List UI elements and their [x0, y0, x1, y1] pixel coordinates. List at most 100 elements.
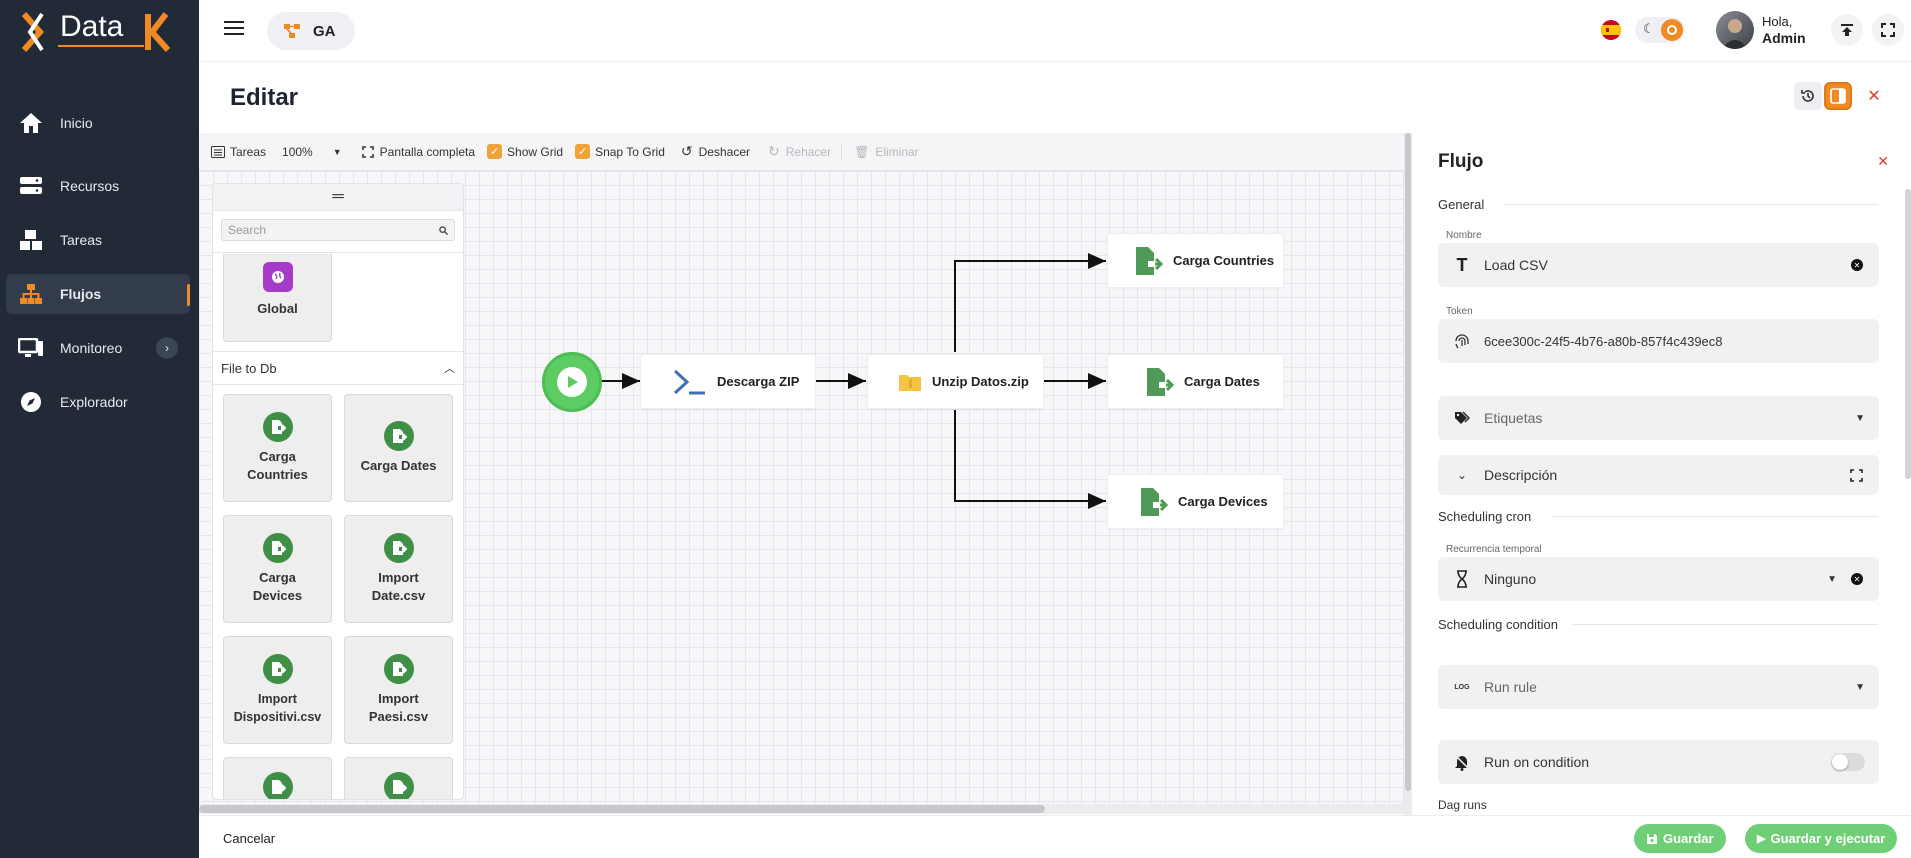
start-node[interactable]	[542, 352, 602, 412]
file-export-icon	[1141, 487, 1169, 516]
sitemap-icon	[18, 283, 44, 305]
palette-card[interactable]	[344, 757, 453, 799]
divider	[841, 142, 843, 161]
upload-button[interactable]	[1831, 14, 1863, 46]
run-on-condition-toggle[interactable]	[1831, 753, 1865, 771]
recurrence-value: Ninguno	[1484, 571, 1537, 587]
palette-card-import-paesi[interactable]: Import Paesi.csv	[344, 636, 453, 744]
history-button[interactable]	[1794, 82, 1822, 110]
redo-icon: ↻	[768, 143, 780, 159]
save-icon	[1647, 833, 1657, 844]
card-label: Carga Dates	[360, 458, 437, 473]
sidebar-item-tareas[interactable]: Tareas	[6, 220, 190, 260]
close-icon: ✕	[1867, 88, 1881, 105]
search-input[interactable]: Search	[221, 219, 455, 241]
node-label: Carga Devices	[1178, 494, 1268, 509]
node-label: Carga Dates	[1184, 374, 1260, 389]
palette-card[interactable]	[223, 757, 332, 799]
workspace-selector[interactable]: GA	[267, 12, 355, 50]
undo-icon: ↺	[680, 143, 693, 159]
chevron-down-icon: ⌄	[1456, 468, 1468, 482]
drag-handle-icon[interactable]: ═	[213, 184, 463, 211]
top-bar: GA ☾ Hola, Admin	[199, 0, 1911, 62]
undo-button[interactable]: ↺ Deshacer	[681, 143, 750, 160]
file-export-icon	[383, 533, 414, 563]
user-greeting: Hola, Admin	[1762, 13, 1806, 47]
name-label: Nombre	[1446, 230, 1482, 241]
run-on-condition-label: Run on condition	[1484, 754, 1590, 770]
sidebar-item-monitoreo[interactable]: Monitoreo ›	[6, 328, 190, 368]
tasks-button[interactable]: Tareas	[211, 145, 266, 159]
tags-select[interactable]: Etiquetas ▼	[1438, 396, 1879, 440]
save-and-run-button[interactable]: ▶ Guardar y ejecutar	[1745, 824, 1898, 853]
palette-card-import-dispositivi[interactable]: Import Dispositivi.csv	[223, 636, 332, 744]
fullscreen-button[interactable]	[1872, 14, 1904, 46]
panel-toggle-button[interactable]	[1824, 82, 1852, 110]
node-label: Descarga ZIP	[717, 374, 800, 389]
palette-card-carga-devices[interactable]: Carga Devices	[223, 515, 332, 623]
fullscreen-canvas-button[interactable]: Pantalla completa	[361, 145, 475, 159]
avatar[interactable]	[1716, 11, 1754, 49]
name-field[interactable]: T Load CSV ✕	[1438, 243, 1879, 287]
run-rule-placeholder: Run rule	[1484, 679, 1537, 695]
caret-down-icon: ▼	[1855, 412, 1865, 424]
globe-icon	[262, 262, 293, 292]
delete-button[interactable]: 🗑 Eliminar	[854, 145, 919, 159]
theme-toggle[interactable]: ☾	[1635, 17, 1685, 43]
snap-to-grid-checkbox[interactable]: ✓ Snap To Grid	[575, 144, 665, 159]
clear-icon[interactable]: ✕	[1851, 573, 1863, 585]
moon-icon: ☾	[1643, 21, 1655, 36]
monitor-icon	[18, 337, 44, 359]
name-value: Load CSV	[1484, 257, 1548, 273]
flow-node-unzip[interactable]: Unzip Datos.zip	[867, 354, 1044, 409]
palette-card-carga-dates[interactable]: Carga Dates	[344, 394, 453, 502]
horizontal-scrollbar[interactable]	[199, 804, 1404, 814]
expand-icon	[1881, 23, 1895, 37]
tags-placeholder: Etiquetas	[1484, 410, 1543, 426]
description-expander[interactable]: ⌄ Descripción	[1438, 455, 1879, 495]
terminal-icon	[673, 369, 705, 394]
caret-down-icon: ▼	[1855, 681, 1865, 693]
zoom-value: 100%	[282, 144, 313, 159]
flow-node-carga-dates[interactable]: Carga Dates	[1107, 354, 1284, 409]
sidebar-item-flujos[interactable]: Flujos	[6, 274, 190, 314]
palette-card-import-date[interactable]: Import Date.csv	[344, 515, 453, 623]
section-general: General	[1438, 197, 1485, 212]
flow-node-carga-countries[interactable]: Carga Countries	[1107, 233, 1284, 288]
redo-button[interactable]: ↻ Rehacer	[768, 143, 831, 160]
spanish-flag-icon[interactable]	[1601, 20, 1621, 40]
sidebar-item-recursos[interactable]: Recursos	[6, 166, 190, 206]
zoom-select[interactable]: 100% ▼	[282, 145, 342, 159]
flow-node-descarga-zip[interactable]: Descarga ZIP	[640, 354, 816, 409]
menu-icon[interactable]	[224, 20, 244, 36]
caret-down-icon: ▼	[1827, 573, 1837, 585]
palette-card-global[interactable]: Global	[223, 254, 332, 342]
expand-icon[interactable]	[1850, 468, 1863, 482]
run-on-condition-row: Run on condition	[1438, 740, 1879, 784]
palette-section-file-to-db[interactable]: File to Db ︿	[213, 351, 463, 385]
close-icon[interactable]: ✕	[1877, 153, 1889, 169]
panel-title: Flujo	[1438, 151, 1484, 172]
close-editor-button[interactable]: ✕	[1860, 82, 1888, 110]
list-icon	[211, 145, 225, 158]
sidebar-item-inicio[interactable]: Inicio	[6, 103, 190, 143]
sidebar-item-explorador[interactable]: Explorador	[6, 382, 190, 422]
panel-scrollbar[interactable]	[1905, 189, 1911, 479]
vertical-scrollbar[interactable]	[1404, 133, 1412, 815]
token-field[interactable]: 6cee300c-24f5-4b76-a80b-857f4c439ec8	[1438, 319, 1879, 363]
divider	[1572, 624, 1878, 625]
app-logo[interactable]: Data	[20, 8, 180, 56]
flow-node-carga-devices[interactable]: Carga Devices	[1107, 474, 1284, 529]
save-button[interactable]: Guardar	[1634, 824, 1726, 853]
run-rule-select[interactable]: LOG Run rule ▼	[1438, 665, 1879, 709]
divider	[1504, 204, 1878, 205]
recurrence-select[interactable]: Ninguno ▼ ✕	[1438, 557, 1879, 601]
chevron-right-icon[interactable]: ›	[156, 337, 178, 359]
sun-icon	[1661, 19, 1683, 41]
show-grid-checkbox[interactable]: ✓ Show Grid	[487, 144, 563, 159]
server-icon	[18, 175, 44, 197]
cancel-button[interactable]: Cancelar	[223, 831, 276, 846]
clear-icon[interactable]: ✕	[1851, 259, 1863, 271]
checkbox-checked-icon: ✓	[575, 144, 591, 159]
palette-card-carga-countries[interactable]: Carga Countries	[223, 394, 332, 502]
